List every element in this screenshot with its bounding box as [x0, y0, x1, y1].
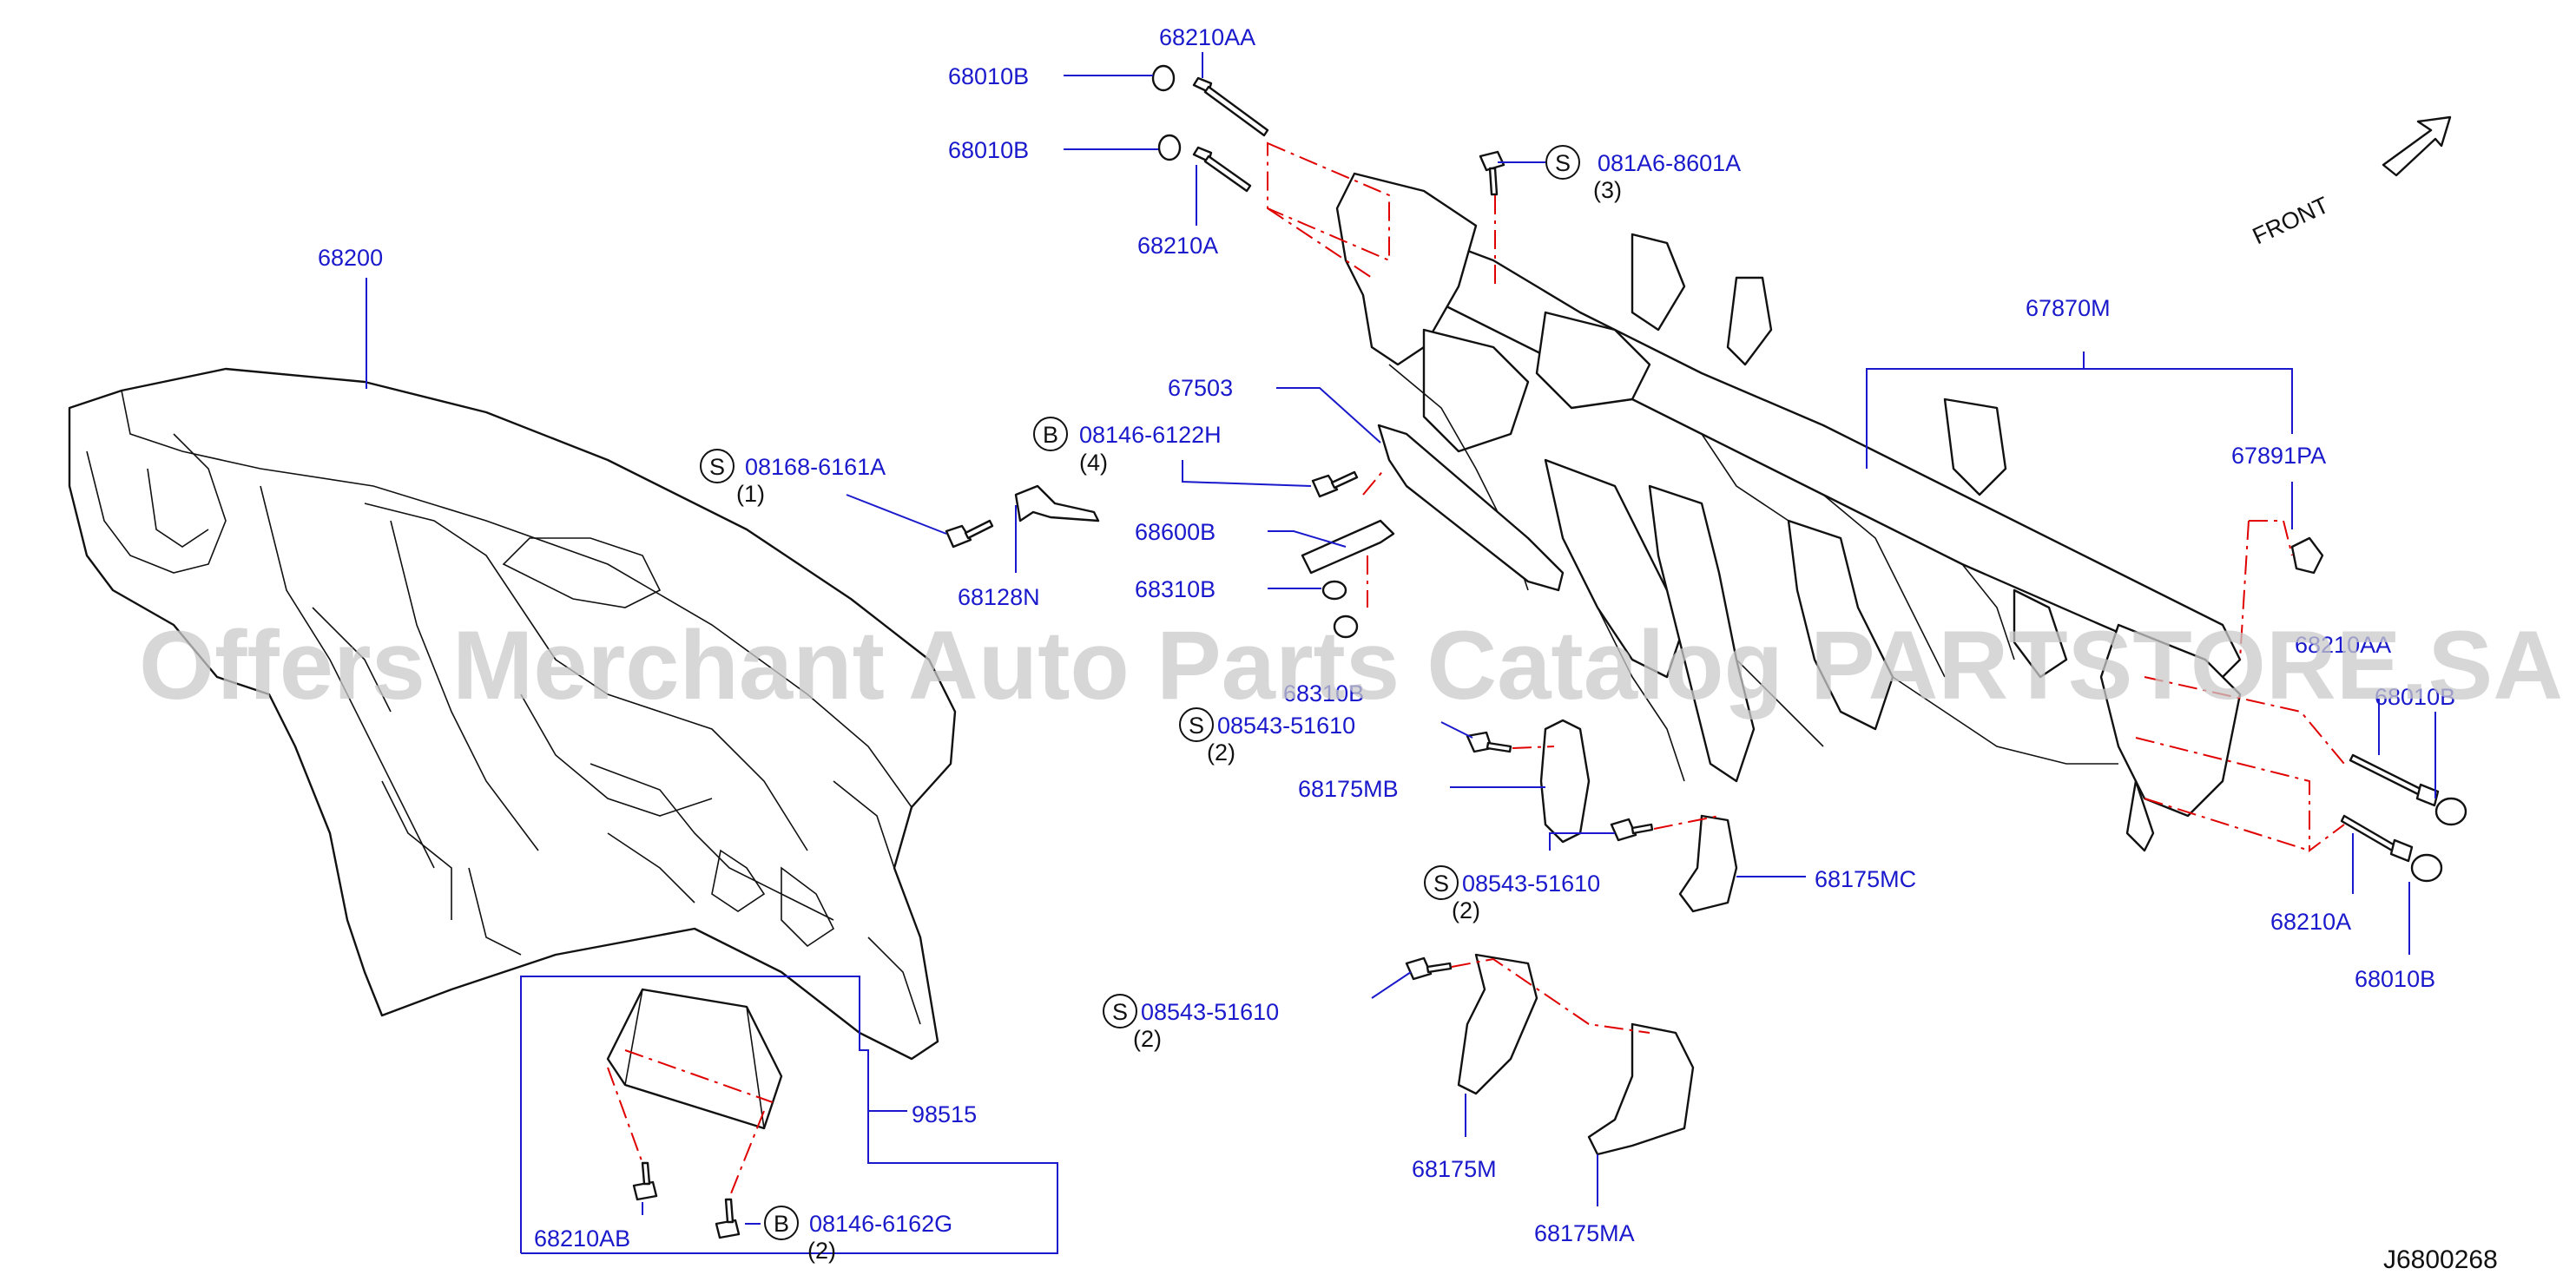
leader-lines: [366, 52, 2436, 1254]
part-labels: 68210AA 68010B 68010B 68210A 081A6-8601A…: [318, 24, 2455, 1264]
bolt-08543-51610-1: [1466, 731, 1512, 753]
label-98515: 98515: [912, 1101, 977, 1127]
bolt-08168-6161A: [945, 519, 994, 549]
marker-circles: S B S S S S B: [700, 145, 1580, 1240]
label-08543-51610: 08543-51610: [1217, 713, 1355, 739]
clip-68310B-2: [1333, 614, 1359, 639]
instrument-panel-68200: [68, 367, 957, 1061]
front-label: FRONT: [2249, 192, 2333, 249]
steering-member-67870M: [1335, 172, 2242, 852]
label-08146-6162G: 08146-6162G: [809, 1211, 952, 1237]
b-marker: B: [1033, 417, 1068, 451]
svg-text:S: S: [1555, 150, 1571, 176]
label-68210AA: 68210AA: [1159, 24, 1255, 50]
svg-text:B: B: [774, 1211, 789, 1237]
label-08168-6161A: 08168-6161A: [745, 454, 886, 480]
label-68210A: 68210A: [1137, 233, 1218, 259]
label-08543-51610: 08543-51610: [1141, 999, 1279, 1025]
nut-68010B-2: [1157, 134, 1182, 161]
label-08543-51610: 08543-51610: [1462, 871, 1600, 897]
qty-08543-51610: (2): [1452, 897, 1480, 923]
diagram-id: J6800268: [2383, 1245, 2498, 1274]
bracket-68175MA: [1587, 1022, 1695, 1156]
svg-text:S: S: [709, 454, 725, 480]
svg-text:B: B: [1043, 422, 1058, 448]
bolt-68210A-right: [2340, 814, 2414, 863]
nut-68010B-right2: [2410, 853, 2443, 883]
label-68175MC: 68175MC: [1815, 866, 1916, 892]
label-68210AB: 68210AB: [534, 1226, 630, 1252]
centerlines: [607, 141, 2345, 1199]
label-68010B: 68010B: [2375, 684, 2455, 710]
label-68310B: 68310B: [1283, 680, 1364, 706]
svg-text:S: S: [1112, 999, 1128, 1025]
b-marker: B: [764, 1206, 799, 1240]
s-marker: S: [1424, 865, 1459, 900]
s-marker: S: [1545, 145, 1580, 180]
label-68175M: 68175M: [1412, 1156, 1497, 1182]
bracket-68175M: [1457, 953, 1538, 1095]
label-68210AA: 68210AA: [2295, 632, 2391, 658]
bolt-081A6-8601A: [1479, 150, 1505, 196]
watermark: Offers Merchant Auto Parts Catalog PARTS…: [139, 611, 2563, 720]
s-marker: S: [1103, 994, 1137, 1028]
label-68010B: 68010B: [2355, 966, 2435, 992]
label-68010B: 68010B: [948, 137, 1029, 163]
s-marker: S: [1179, 707, 1214, 742]
nut-68010B-1: [1151, 64, 1176, 92]
label-08146-6122H: 08146-6122H: [1079, 422, 1222, 448]
qty-08543-51610: (2): [1133, 1026, 1162, 1052]
bracket-68175MB: [1539, 719, 1591, 844]
qty-08543-51610: (2): [1207, 739, 1235, 766]
airbag-module-98515: [606, 988, 783, 1130]
label-68310B: 68310B: [1135, 576, 1216, 602]
label-67870M: 67870M: [2026, 295, 2111, 321]
label-68175MA: 68175MA: [1534, 1220, 1635, 1246]
clip-68600B: [1301, 519, 1395, 575]
qty-08146-6122H: (4): [1079, 450, 1108, 476]
bracket-67503: [1377, 424, 1565, 592]
svg-text:S: S: [1189, 713, 1204, 739]
svg-text:S: S: [1433, 871, 1449, 897]
s-marker: S: [700, 449, 735, 483]
qty-081A6-8601A: (3): [1593, 177, 1622, 203]
nut-68010B-right1: [2434, 797, 2467, 826]
bracket-68128N: [1014, 484, 1100, 522]
bolt-08543-51610-3: [1405, 956, 1453, 981]
bracket-68175MC: [1678, 814, 1738, 913]
label-68128N: 68128N: [958, 584, 1040, 610]
bolt-68210A-top: [1192, 146, 1252, 193]
bolt-08146-6162G: [715, 1198, 741, 1239]
qty-08168-6161A: (1): [736, 481, 765, 507]
label-68600B: 68600B: [1135, 519, 1216, 545]
bolt-68210AA-top: [1192, 76, 1269, 137]
clip-68310B-1: [1321, 580, 1347, 601]
bolt-68210AA-right: [2349, 753, 2440, 807]
bolt-08543-51610-2: [1610, 818, 1654, 842]
label-68210A: 68210A: [2270, 909, 2351, 935]
front-arrow-icon: [2382, 115, 2452, 177]
label-67503: 67503: [1168, 375, 1233, 401]
label-081A6-8601A: 081A6-8601A: [1598, 150, 1741, 176]
bolt-08146-6122H: [1311, 470, 1359, 498]
clip-67891PA: [2290, 536, 2324, 575]
label-67891PA: 67891PA: [2231, 443, 2326, 469]
qty-08146-6162G: (2): [807, 1238, 836, 1264]
bolt-68210AB: [632, 1161, 658, 1201]
label-68200: 68200: [318, 245, 383, 271]
label-68010B: 68010B: [948, 63, 1029, 89]
label-68175MB: 68175MB: [1298, 776, 1399, 802]
